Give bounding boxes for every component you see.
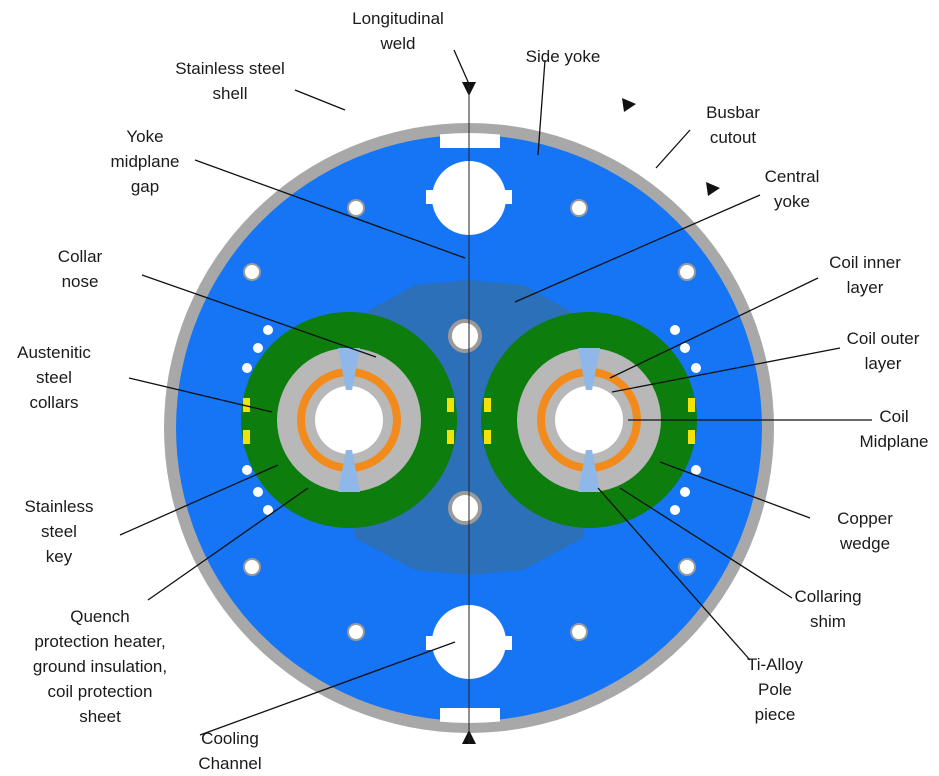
label-line: Channel [198, 754, 262, 773]
label-line: Busbar [706, 103, 760, 122]
label-yoke-midplane-gap: Yoke midplane gap [100, 124, 190, 199]
label-line: shim [810, 612, 846, 631]
label-line: coil protection [47, 682, 153, 701]
label-line: protection heater, [34, 632, 166, 651]
label-line: ground insulation, [32, 657, 168, 676]
weld-marker-side-2 [706, 182, 720, 196]
label-line: sheet [79, 707, 121, 726]
label-copper-wedge: Copper wedge [820, 506, 910, 556]
weld-marker-side [622, 98, 636, 112]
label-side-yoke: Side yoke [508, 44, 618, 69]
label-busbar-cutout: Busbar cutout [688, 100, 778, 150]
label-line: Ti-Alloy [746, 655, 804, 674]
label-line: shell [212, 84, 248, 103]
label-line: weld [380, 34, 416, 53]
label-line: Cooling [201, 729, 259, 748]
yellow-inserts [243, 398, 695, 444]
label-line: Yoke [126, 127, 164, 146]
label-line: steel [41, 522, 77, 541]
label-coil-midplane: Coil Midplane [850, 404, 938, 454]
label-line: Longitudinal [352, 9, 444, 28]
label-line: Side yoke [525, 47, 601, 66]
label-line: Pole [757, 680, 793, 699]
label-line: piece [754, 705, 796, 724]
label-line: gap [130, 177, 160, 196]
coil-right [517, 348, 661, 492]
small-holes [243, 199, 696, 641]
label-line: Copper [837, 509, 893, 528]
leader-lines [119, 49, 872, 744]
label-line: wedge [839, 534, 891, 553]
label-line: layer [864, 354, 902, 373]
coil-left [277, 348, 421, 492]
label-line: Coil outer [846, 329, 920, 348]
label-central-yoke: Central yoke [752, 164, 832, 214]
cooling-dots [242, 325, 701, 515]
label-line: Central [764, 167, 820, 186]
label-line: Coil [879, 407, 909, 426]
label-quench-protection-heater: Quench protection heater, ground insulat… [0, 604, 200, 729]
label-line: Coil inner [829, 253, 901, 272]
label-line: nose [61, 272, 99, 291]
label-line: Stainless [24, 497, 94, 516]
label-stainless-steel-key: Stainless steel key [14, 494, 104, 569]
label-line: yoke [774, 192, 810, 211]
label-line: Midplane [859, 432, 929, 451]
label-coil-outer-layer: Coil outer layer [828, 326, 938, 376]
label-line: Austenitic [17, 343, 91, 362]
label-ti-alloy-pole-piece: Ti-Alloy Pole piece [730, 652, 820, 727]
label-line: layer [846, 278, 884, 297]
label-collaring-shim: Collaring shim [780, 584, 876, 634]
label-coil-inner-layer: Coil inner layer [810, 250, 920, 300]
label-line: collars [29, 393, 79, 412]
label-longitudinal-weld: Longitudinal weld [338, 6, 458, 56]
label-line: key [45, 547, 73, 566]
label-stainless-steel-shell: Stainless steel shell [160, 56, 300, 106]
label-line: Collaring [794, 587, 862, 606]
label-line: cutout [709, 128, 757, 147]
label-line: Stainless steel [175, 59, 285, 78]
label-line: steel [36, 368, 72, 387]
label-collar-nose: Collar nose [40, 244, 120, 294]
label-line: Collar [57, 247, 103, 266]
label-austenitic-steel-collars: Austenitic steel collars [4, 340, 104, 415]
label-line: Quench [70, 607, 130, 626]
label-cooling-channel: Cooling Channel [180, 726, 280, 776]
label-line: midplane [110, 152, 180, 171]
